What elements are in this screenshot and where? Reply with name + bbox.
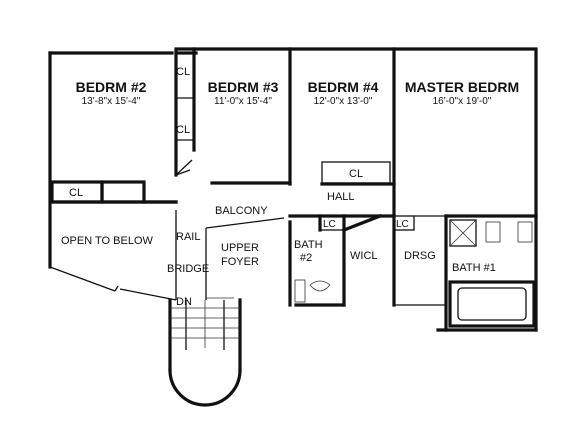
stair-down-label: DN: [176, 296, 192, 308]
closet-label-b2: CL: [69, 187, 83, 199]
interior-walls: [50, 47, 396, 218]
closet-and-feature-labels: CL CL CL CL LC LC RAIL BRIDGE DN: [69, 66, 409, 308]
hall-label: HALL: [327, 191, 355, 203]
walk-in-closet-label: WICL: [350, 250, 378, 262]
bedroom-3-size: 11'-0"x 15'-4": [214, 96, 272, 107]
bath-2-label-1: BATH: [294, 239, 323, 251]
closet-label-b3-top: CL: [176, 66, 190, 78]
master-bedroom-size: 16'-0"x 19'-0": [433, 96, 492, 107]
bedroom-3-name: BEDRM #3: [208, 79, 279, 95]
closet-label-b3-mid: CL: [176, 124, 190, 136]
open-to-below-label: OPEN TO BELOW: [61, 235, 154, 247]
rail-label: RAIL: [176, 231, 200, 243]
master-bedroom-name: MASTER BEDRM: [405, 79, 519, 95]
bedroom-4-size: 12'-0"x 13'-0": [314, 96, 373, 107]
bath-2-label-2: #2: [300, 252, 312, 264]
room-labels: BEDRM #2 13'-8"x 15'-4" BEDRM #3 11'-0"x…: [61, 79, 519, 274]
linen-closet-label-left: LC: [323, 219, 336, 230]
open-to-below-rail: [49, 210, 177, 301]
upper-foyer-label-1: UPPER: [221, 242, 259, 254]
dressing-label: DRSG: [404, 250, 436, 262]
bath-and-dressing-walls: [288, 213, 538, 332]
closet-label-b4: CL: [349, 168, 363, 180]
exterior-walls: [48, 47, 538, 332]
stair: [168, 298, 242, 407]
bedroom-2-name: BEDRM #2: [76, 79, 147, 95]
linen-closet-label-right: LC: [396, 219, 409, 230]
balcony-label: BALCONY: [215, 205, 268, 217]
bridge-label: BRIDGE: [167, 263, 209, 275]
upper-foyer-label-2: FOYER: [221, 256, 259, 268]
bath-1-label: BATH #1: [452, 262, 496, 274]
bedroom-2-size: 13'-8"x 15'-4": [82, 96, 141, 107]
bedroom-4-name: BEDRM #4: [308, 79, 379, 95]
bridge-and-foyer: [205, 217, 292, 307]
